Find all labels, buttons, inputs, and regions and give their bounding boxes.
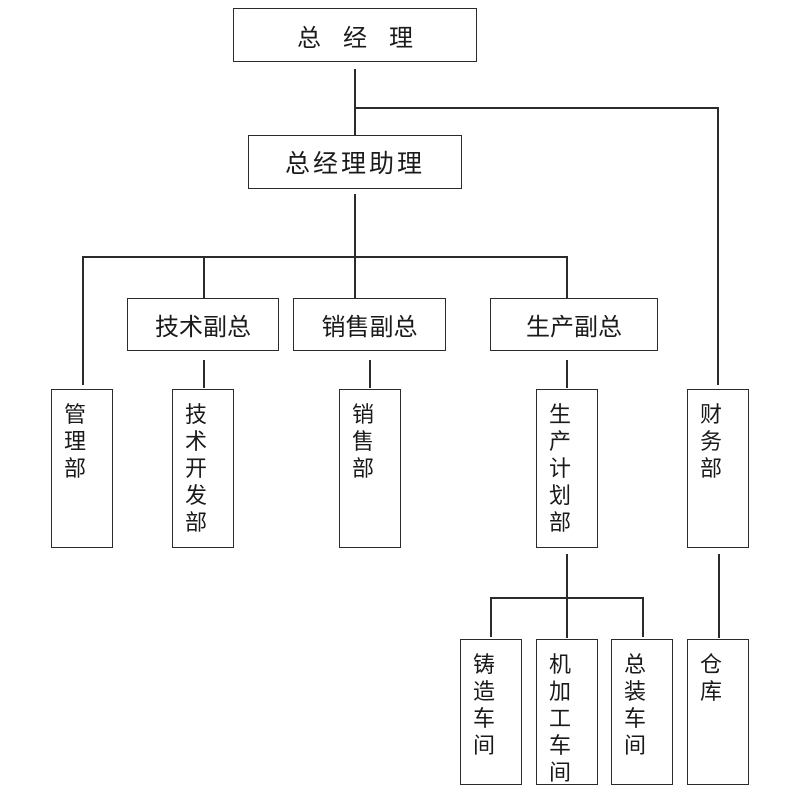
node-workshop-assembly[interactable]: 总装车间 [611, 639, 673, 785]
node-vp-production[interactable]: 生产副总 [490, 298, 658, 351]
node-ceo-label: 总经理 [297, 23, 435, 52]
label-char: 财 [700, 403, 723, 428]
label-char: 划 [549, 484, 572, 509]
node-vp-tech[interactable]: 技术副总 [127, 298, 279, 351]
label-char: 产 [549, 430, 572, 455]
node-workshop-machining[interactable]: 机加工车间 [536, 639, 598, 787]
label-char: 车 [473, 707, 496, 732]
label-char: 间 [473, 734, 496, 759]
label-char: 间 [624, 734, 647, 759]
label-char: 工 [549, 707, 572, 732]
node-dept-management-label: 管理部 [64, 402, 86, 483]
node-workshop-casting[interactable]: 铸造车间 [460, 639, 522, 785]
node-ceo[interactable]: 总经理 [233, 8, 477, 62]
node-dept-finance[interactable]: 财务部 [687, 389, 749, 548]
connector-planning-down [566, 554, 568, 638]
label-char: 部 [64, 457, 87, 482]
node-dept-production-planning[interactable]: 生产计划部 [536, 389, 598, 548]
label-char: 销 [352, 403, 375, 428]
node-warehouse[interactable]: 仓库 [687, 639, 749, 785]
node-workshop-machining-label: 机加工车间 [549, 652, 571, 787]
node-workshop-assembly-label: 总装车间 [624, 652, 646, 760]
label-char: 车 [549, 734, 572, 759]
node-dept-sales-label: 销售部 [352, 402, 374, 483]
connector-warehouse-down [718, 554, 720, 638]
label-char: 务 [700, 430, 723, 455]
connector-management-down [82, 256, 84, 385]
node-dept-management[interactable]: 管理部 [51, 389, 113, 548]
node-dept-production-planning-label: 生产计划部 [549, 402, 571, 537]
connector-level2-h [82, 256, 567, 258]
node-dept-tech-dev[interactable]: 技术开发部 [172, 389, 234, 548]
connector-finance-down [717, 107, 719, 385]
connector-workshops-h [490, 597, 643, 599]
node-vp-sales[interactable]: 销售副总 [293, 298, 446, 351]
connector-vp-tech-down [203, 360, 205, 388]
connector-assistant-down [354, 194, 356, 298]
label-char: 部 [549, 511, 572, 536]
label-char: 部 [185, 511, 208, 536]
connector-assembly-up [642, 597, 644, 637]
label-char: 部 [352, 457, 375, 482]
label-char: 计 [549, 457, 572, 482]
connector-casting-up [490, 597, 492, 637]
label-char: 加 [549, 680, 572, 705]
label-char: 技 [185, 403, 208, 428]
node-vp-tech-label: 技术副总 [155, 313, 251, 341]
label-char: 管 [64, 403, 87, 428]
label-char: 仓 [700, 653, 723, 678]
node-assistant[interactable]: 总经理助理 [248, 135, 462, 189]
label-char: 部 [700, 457, 723, 482]
node-dept-finance-label: 财务部 [700, 402, 722, 483]
label-char: 造 [473, 680, 496, 705]
connector-vp-production-down [566, 360, 568, 388]
connector-ceo-down [354, 69, 356, 139]
label-char: 术 [185, 430, 208, 455]
node-dept-tech-dev-label: 技术开发部 [185, 402, 207, 537]
label-char: 间 [549, 761, 572, 786]
node-vp-sales-label: 销售副总 [321, 313, 418, 341]
label-char: 库 [700, 680, 723, 705]
node-warehouse-label: 仓库 [700, 652, 722, 706]
label-char: 装 [624, 680, 647, 705]
label-char: 机 [549, 653, 572, 678]
label-char: 铸 [473, 653, 496, 678]
connector-vp-sales-down [369, 360, 371, 388]
label-char: 车 [624, 707, 647, 732]
node-vp-production-label: 生产副总 [526, 313, 622, 341]
connector-vp-tech-up [203, 256, 205, 298]
label-char: 总 [624, 653, 647, 678]
label-char: 开 [185, 457, 208, 482]
node-dept-sales[interactable]: 销售部 [339, 389, 401, 548]
label-char: 发 [185, 484, 208, 509]
label-char: 售 [352, 430, 375, 455]
label-char: 生 [549, 403, 572, 428]
node-workshop-casting-label: 铸造车间 [473, 652, 495, 760]
connector-vp-production-up [566, 256, 568, 298]
connector-ceo-finance-h [354, 107, 718, 109]
label-char: 理 [64, 430, 87, 455]
node-assistant-label: 总经理助理 [284, 149, 425, 178]
